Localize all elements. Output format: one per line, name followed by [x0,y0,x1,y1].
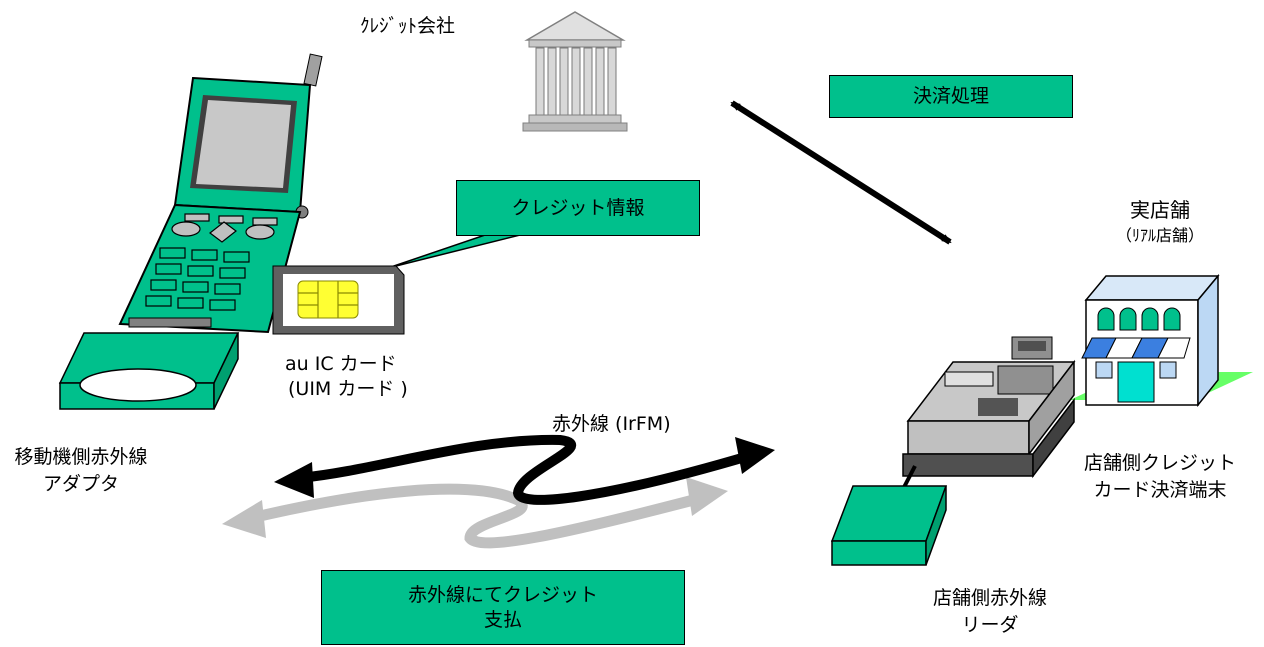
store-building-icon [1070,273,1253,408]
payment-label-line2: 支払 [483,608,522,631]
reader-label-line1: 店舗側赤外線 [932,587,1047,609]
callout-pointer [387,234,521,269]
ic-card-icon [272,265,405,335]
ir-label: 赤外線 (IrFM) [552,413,671,435]
ir-arrow-gray-head-right [686,477,728,516]
settlement-box: 決済処理 [829,75,1073,118]
settlement-label: 決済処理 [912,85,989,107]
credit-info-box: クレジット情報 [456,180,700,236]
payment-label-line1: 赤外線にてクレジット [407,583,598,606]
ir-reader-icon [830,485,948,566]
credit-company-label: ｸﾚｼﾞｯﾄ会社 [360,15,456,37]
terminal-label-line1: 店舗側クレジット [1083,452,1236,474]
ir-arrow-gray-head-left [222,500,266,538]
terminal-label-line2: カード決済端末 [1093,479,1227,501]
bank-building-icon [522,11,628,132]
store-subtitle: （ﾘｱﾙ店舗） [1115,226,1204,245]
reader-label-line2: リーダ [961,614,1019,636]
settlement-arrow [730,100,952,245]
ir-arrow-black-head-left [274,462,314,498]
payment-box: 赤外線にてクレジット 支払 [321,570,685,645]
card-label-line1: au IC カード [285,353,397,375]
mobile-adapter-label-line1: 移動機側赤外線 [14,446,148,468]
store-title: 実店舗 [1130,198,1190,222]
flip-phone-icon [118,53,323,334]
cash-register-icon [898,336,1076,496]
ir-arrow-gray [241,483,707,549]
ir-arrow-black-head-right [735,437,775,474]
card-label-line2: (UIM カード ) [288,378,408,400]
credit-info-label: クレジット情報 [511,196,645,219]
ir-arrow-black [299,434,754,505]
ir-adapter-icon [58,332,240,410]
mobile-adapter-label-line2: アダプタ [42,473,119,495]
